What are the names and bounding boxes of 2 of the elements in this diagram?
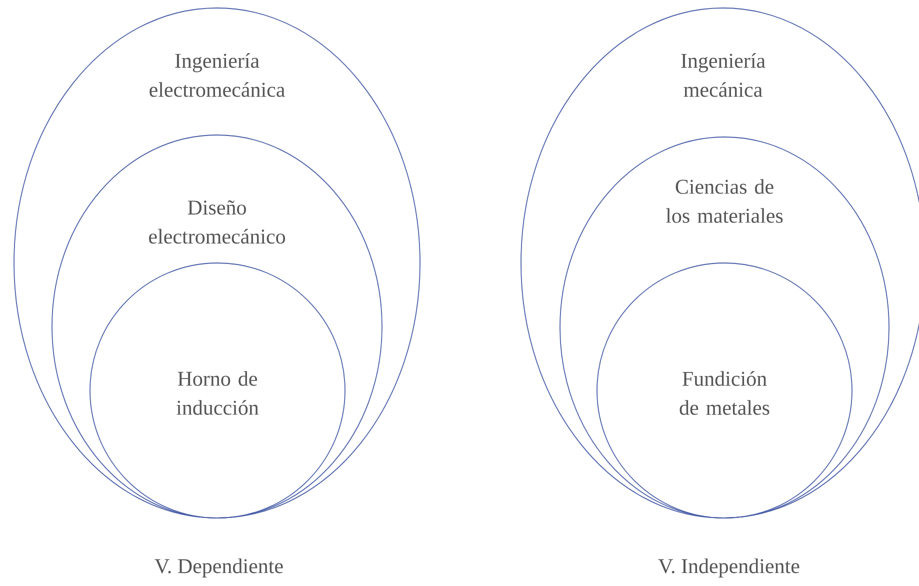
caption: V. Independiente — [658, 558, 800, 578]
caption: V. Dependiente — [154, 558, 283, 578]
